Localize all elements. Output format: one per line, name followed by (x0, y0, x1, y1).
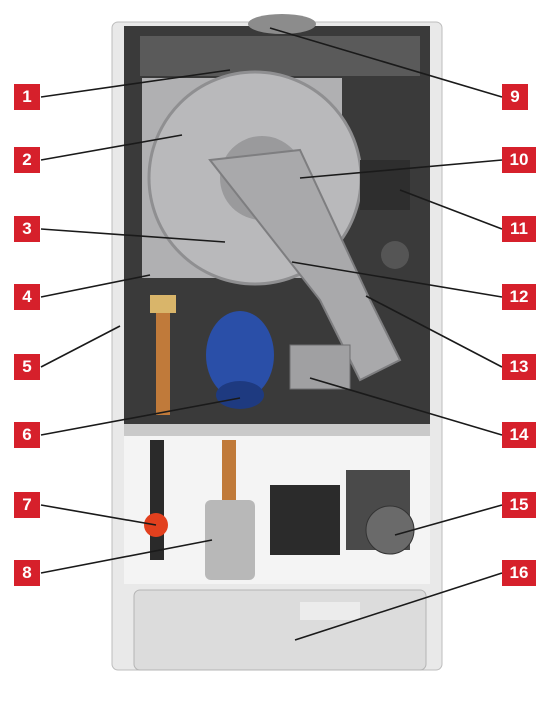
callout-10: 10 (502, 147, 536, 173)
leader-line-1 (40, 69, 231, 98)
callout-11: 11 (502, 216, 536, 242)
leader-line-5 (40, 325, 121, 368)
leader-line-16 (294, 572, 503, 641)
leader-lines (40, 27, 503, 641)
leader-line-6 (40, 397, 241, 436)
leader-line-12 (291, 261, 503, 298)
leader-line-2 (40, 134, 183, 161)
copper-pipe (156, 295, 170, 415)
callout-7: 7 (14, 492, 40, 518)
burner-cap (216, 381, 264, 409)
pipe-fitting (150, 295, 176, 313)
flue-pipe (208, 148, 402, 382)
control-panel-lid (300, 602, 360, 620)
callout-1: 1 (14, 84, 40, 110)
leader-line-14 (309, 377, 503, 436)
leader-line-13 (365, 295, 503, 368)
leader-line-4 (40, 274, 151, 298)
callout-13: 13 (502, 354, 536, 380)
callout-5: 5 (14, 354, 40, 380)
callout-4: 4 (14, 284, 40, 310)
callout-6: 6 (14, 422, 40, 448)
callout-3: 3 (14, 216, 40, 242)
expansion-vessel (140, 36, 420, 76)
hydro-group (205, 500, 255, 580)
pump-face (365, 505, 415, 555)
burner (206, 311, 274, 399)
leader-line-9 (269, 27, 503, 98)
return-pipe (150, 440, 164, 560)
leader-line-3 (40, 228, 226, 243)
callout-9: 9 (502, 84, 528, 110)
leader-line-10 (299, 159, 503, 179)
diverter-valve (270, 485, 340, 555)
leader-line-11 (399, 189, 503, 230)
flow-pipe (222, 440, 236, 500)
control-panel (133, 589, 427, 671)
callout-16: 16 (502, 560, 536, 586)
air-pressure-switch (360, 160, 410, 210)
leader-line-8 (40, 539, 213, 574)
leader-line-7 (40, 504, 157, 526)
flue-outlet (248, 14, 316, 34)
callout-15: 15 (502, 492, 536, 518)
callout-14: 14 (502, 422, 536, 448)
leader-line-15 (394, 504, 503, 536)
callout-12: 12 (502, 284, 536, 310)
electrode (381, 241, 409, 269)
callout-2: 2 (14, 147, 40, 173)
callout-8: 8 (14, 560, 40, 586)
gas-valve (289, 344, 351, 390)
lower-frame (124, 424, 430, 436)
